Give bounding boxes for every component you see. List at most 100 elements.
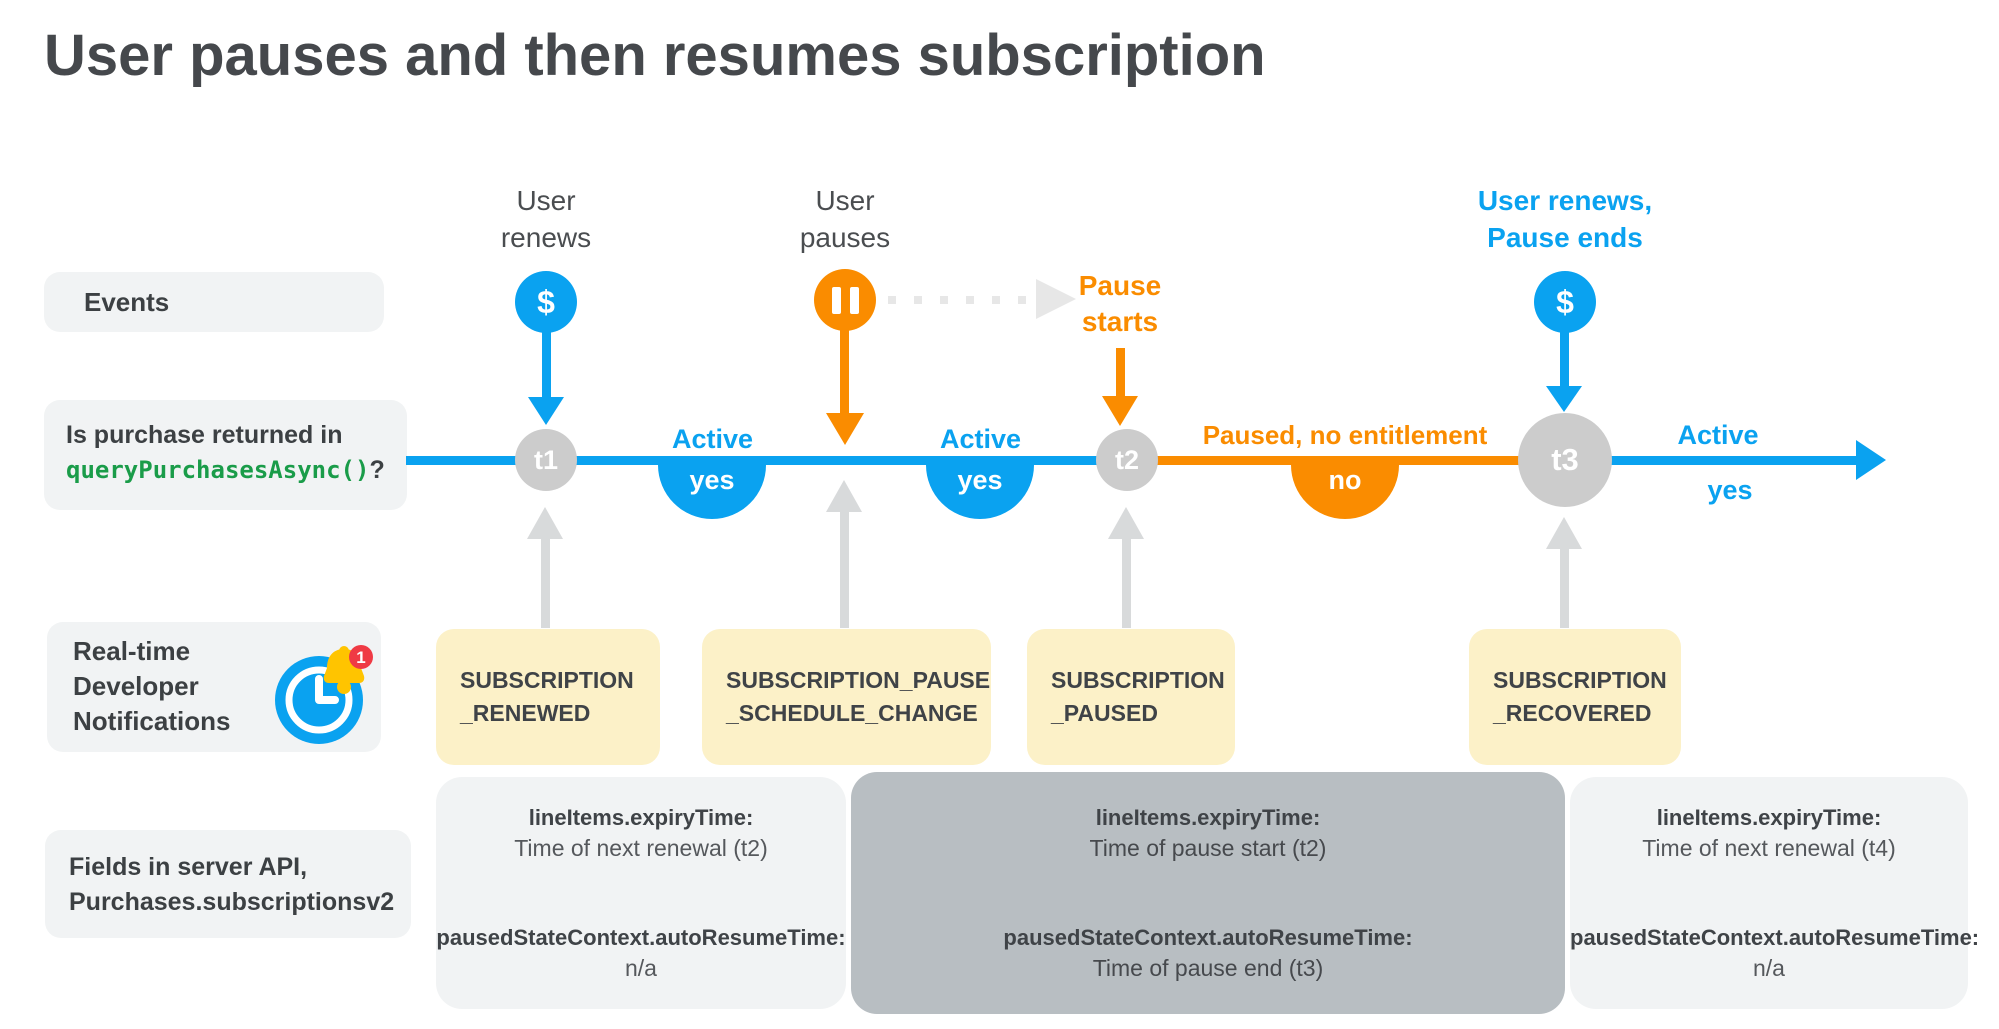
event2-arrow-stem <box>840 330 849 415</box>
rtdn-line1: Real-time <box>73 636 191 666</box>
auto-resume-value: Time of pause end (t3) <box>1092 955 1324 981</box>
event3-line1: Pause <box>1078 270 1162 301</box>
svg-text:1: 1 <box>356 648 365 667</box>
dollar-glyph: $ <box>537 284 555 320</box>
server-api-line1: Fields in server API, <box>69 853 308 881</box>
events-label-text: Events <box>84 286 170 317</box>
event1-arrow-stem <box>542 332 551 398</box>
notif4-line2: _RECOVERED <box>1493 700 1652 726</box>
status-active-1: Active <box>671 424 754 454</box>
field-pair: lineItems.expiryTime: Time of next renew… <box>436 802 846 864</box>
auto-resume-value: n/a <box>625 955 657 981</box>
returned-no-badge: no <box>1291 465 1399 519</box>
timeline-marker-t2: t2 <box>1096 429 1158 491</box>
event-user-pauses-label: User pauses <box>745 182 945 256</box>
event3-arrow-head <box>1102 396 1138 426</box>
notif1-line2: _RENEWED <box>460 700 591 726</box>
timeline-marker-t1: t1 <box>515 429 577 491</box>
field-pair: pausedStateContext.autoResumeTime: Time … <box>851 922 1565 984</box>
event1-line1: User <box>516 185 576 216</box>
field-pair: lineItems.expiryTime: Time of pause star… <box>851 802 1565 864</box>
timeline-marker-t3: t3 <box>1518 413 1612 507</box>
t3-label: t3 <box>1551 442 1579 477</box>
rtdn-arrow-stem-4 <box>1560 547 1569 628</box>
api-fields-box-3: lineItems.expiryTime: Time of next renew… <box>1570 777 1980 1009</box>
rtdn-arrow-head-1 <box>527 507 563 539</box>
rtdn-line3: Notifications <box>73 706 231 736</box>
rtdn-arrow-head-4 <box>1546 517 1582 549</box>
field-pair: pausedStateContext.autoResumeTime: n/a <box>436 922 846 984</box>
event-pause-starts-label: Pause starts <box>1040 268 1200 340</box>
notif1-line1: SUBSCRIPTION <box>460 667 634 693</box>
notification-subscription-paused: SUBSCRIPTION _PAUSED <box>1027 629 1235 765</box>
t2-label: t2 <box>1114 444 1139 475</box>
field-pair: pausedStateContext.autoResumeTime: n/a <box>1570 922 1980 984</box>
event1-line2: renews <box>500 222 592 253</box>
notification-clock-bell-icon: 1 <box>275 645 373 744</box>
api-fields-box-1: lineItems.expiryTime: Time of next renew… <box>436 777 846 1009</box>
notif2-line2: _SCHEDULE_CHANGE <box>726 700 978 726</box>
returned-yes-text-3: yes <box>1707 475 1753 505</box>
notification-subscription-renewed: SUBSCRIPTION _RENEWED <box>436 629 660 765</box>
dollar-icon: $ <box>515 271 577 333</box>
question-mark: ? <box>369 456 385 484</box>
notif3-line2: _PAUSED <box>1051 700 1158 726</box>
timeline-active-segment-1 <box>406 456 1127 465</box>
status-active-3: Active <box>1677 420 1759 450</box>
auto-resume-field: pausedStateContext.autoResumeTime: <box>436 925 846 950</box>
purchase-question-line1: Is purchase returned in <box>66 421 343 449</box>
event4-arrow-head <box>1546 386 1582 412</box>
notif2-line1: SUBSCRIPTION_PAUSE <box>726 667 991 693</box>
notification-badge: 1 <box>349 645 373 669</box>
event4-line2: Pause ends <box>1487 222 1643 253</box>
pause-icon <box>814 269 876 331</box>
auto-resume-field: pausedStateContext.autoResumeTime: <box>1003 925 1413 950</box>
auto-resume-value: n/a <box>1753 955 1785 981</box>
server-api-row-label: Fields in server API, Purchases.subscrip… <box>45 830 411 938</box>
event-user-renews-pause-ends-label: User renews, Pause ends <box>1415 182 1715 256</box>
event2-line1: User <box>815 185 875 216</box>
expiry-time-value: Time of next renewal (t2) <box>514 835 768 861</box>
timeline-arrowhead <box>1856 440 1886 480</box>
purchase-question-line2: queryPurchasesAsync()? <box>66 453 407 488</box>
event3-arrow-stem <box>1116 348 1125 398</box>
event-user-renews-label: User renews <box>446 182 646 256</box>
query-purchases-code: queryPurchasesAsync() <box>66 456 370 484</box>
events-row-label: Events <box>44 272 384 332</box>
rtdn-arrow-stem-1 <box>541 537 550 628</box>
rtdn-line2: Developer <box>73 671 199 701</box>
event3-line2: starts <box>1081 306 1159 337</box>
rtdn-arrow-stem-3 <box>1122 537 1131 628</box>
dollar-glyph: $ <box>1556 284 1574 320</box>
dotted-connector <box>888 296 1034 304</box>
notification-subscription-recovered: SUBSCRIPTION _RECOVERED <box>1469 629 1681 765</box>
timeline-paused-segment <box>1127 456 1565 465</box>
notif3-line1: SUBSCRIPTION <box>1051 667 1225 693</box>
auto-resume-field: pausedStateContext.autoResumeTime: <box>1570 925 1980 950</box>
timeline-active-segment-2 <box>1565 456 1858 465</box>
expiry-time-value: Time of pause start (t2) <box>1089 835 1327 861</box>
event2-arrow-head <box>826 413 864 445</box>
expiry-time-value: Time of next renewal (t4) <box>1642 835 1896 861</box>
rtdn-arrow-stem-2 <box>840 510 849 628</box>
dollar-icon: $ <box>1534 271 1596 333</box>
page-title: User pauses and then resumes subscriptio… <box>44 23 1266 88</box>
event4-arrow-stem <box>1560 332 1569 388</box>
pause-bars <box>831 286 859 314</box>
rtdn-arrow-head-2 <box>826 480 862 512</box>
expiry-time-field: lineItems.expiryTime: <box>1656 805 1882 830</box>
dotted-connector-arrowhead <box>1036 279 1076 319</box>
t1-label: t1 <box>533 444 558 475</box>
field-pair: lineItems.expiryTime: Time of next renew… <box>1570 802 1968 864</box>
notification-subscription-pause-schedule-change: SUBSCRIPTION_PAUSE _SCHEDULE_CHANGE <box>702 629 991 765</box>
returned-yes-badge-2: yes <box>926 465 1034 519</box>
purchase-question-label: Is purchase returned in queryPurchasesAs… <box>44 400 407 510</box>
api-fields-box-2: lineItems.expiryTime: Time of pause star… <box>851 772 1565 1014</box>
event4-line1: User renews, <box>1477 185 1653 216</box>
status-paused: Paused, no entitlement <box>1202 420 1488 450</box>
notif4-line1: SUBSCRIPTION <box>1493 667 1667 693</box>
expiry-time-field: lineItems.expiryTime: <box>528 805 754 830</box>
server-api-line2: Purchases.subscriptionsv2 <box>69 888 395 916</box>
status-active-2: Active <box>939 424 1022 454</box>
